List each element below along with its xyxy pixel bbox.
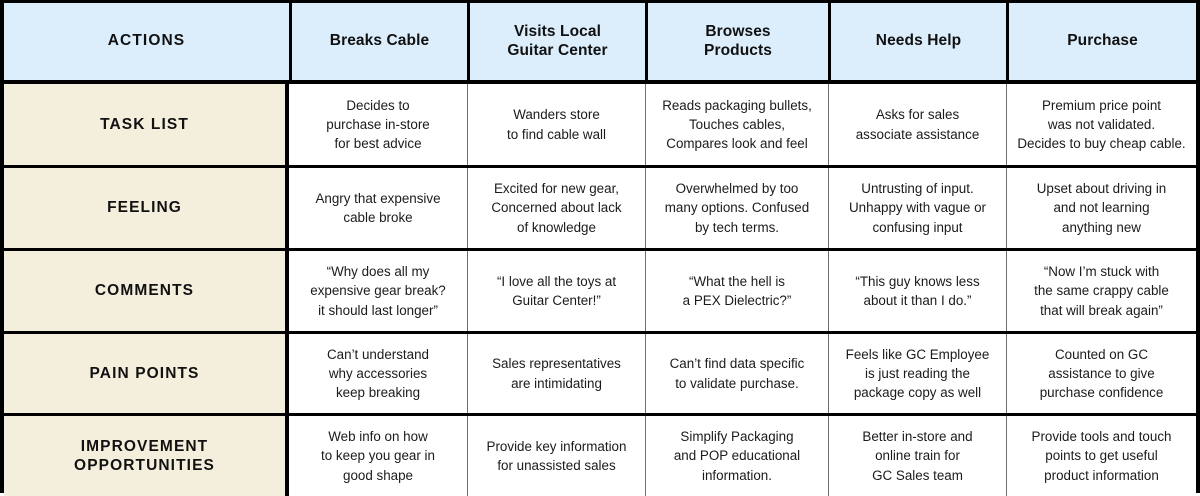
row-label-text: COMMENTS (94, 282, 195, 300)
cell-task-list-purchase: Premium price point was not validated. D… (1006, 84, 1196, 165)
cell-text: Provide tools and touch points to get us… (1031, 429, 1172, 483)
cell-task-list-visits-local-guitar-center: Wanders store to find cable wall (467, 84, 645, 165)
cell-text: Premium price point was not validated. D… (1017, 97, 1186, 152)
cell-text: Wanders store to find cable wall (507, 107, 606, 142)
cell-text: Can’t find data specific to validate pur… (669, 356, 805, 391)
cell-text: Angry that expensive cable broke (315, 190, 441, 225)
cell-text: Sales representatives are intimidating (492, 356, 621, 391)
cell-text: Counted on GC assistance to give purchas… (1039, 346, 1164, 401)
cell-feeling-purchase: Upset about driving in and not learning … (1006, 168, 1196, 248)
row-label-pain-points: PAIN POINTS (4, 334, 289, 413)
cell-improvement-opportunities-purchase: Provide tools and touch points to get us… (1006, 416, 1196, 496)
cell-improvement-opportunities-visits-local-guitar-center: Provide key information for unassisted s… (467, 416, 645, 496)
header-cell-visits-local-guitar-center: Visits Local Guitar Center (467, 3, 645, 80)
cell-text: Provide key information for unassisted s… (486, 438, 627, 473)
header-cell-purchase: Purchase (1006, 3, 1196, 80)
row-label-comments: COMMENTS (4, 251, 289, 331)
cell-pain-points-purchase: Counted on GC assistance to give purchas… (1006, 334, 1196, 413)
row-label-improvement-opportunities: IMPROVEMENT OPPORTUNITIES (4, 416, 289, 496)
table-header-row: ACTIONS Breaks Cable Visits Local Guitar… (4, 3, 1196, 84)
cell-comments-visits-local-guitar-center: “I love all the toys at Guitar Center!” (467, 251, 645, 331)
cell-text: “This guy knows less about it than I do.… (855, 273, 980, 308)
cell-task-list-needs-help: Asks for sales associate assistance (828, 84, 1006, 165)
table-row-improvement-opportunities: IMPROVEMENT OPPORTUNITIES Web info on ho… (4, 416, 1196, 496)
cell-text: Reads packaging bullets, Touches cables,… (662, 97, 812, 152)
cell-comments-needs-help: “This guy knows less about it than I do.… (828, 251, 1006, 331)
cell-text: Simplify Packaging and POP educational i… (673, 429, 801, 483)
header-label-breaks-cable: Breaks Cable (329, 32, 430, 50)
header-label-purchase: Purchase (1067, 32, 1138, 50)
cell-text: “Now I’m stuck with the same crappy cabl… (1034, 264, 1169, 318)
cell-text: “Why does all my expensive gear break? i… (310, 264, 446, 318)
header-label-browses-products: Browses Products (704, 22, 772, 59)
header-cell-breaks-cable: Breaks Cable (289, 3, 467, 80)
cell-feeling-breaks-cable: Angry that expensive cable broke (289, 168, 467, 248)
cell-text: Excited for new gear, Concerned about la… (491, 181, 622, 235)
header-cell-actions: ACTIONS (4, 3, 289, 80)
cell-improvement-opportunities-needs-help: Better in-store and online train for GC … (828, 416, 1006, 496)
cell-text: “I love all the toys at Guitar Center!” (496, 273, 617, 308)
table-row-pain-points: PAIN POINTS Can’t understand why accesso… (4, 334, 1196, 416)
row-label-text: PAIN POINTS (89, 364, 200, 382)
header-label-visits-local-guitar-center: Visits Local Guitar Center (507, 22, 608, 59)
cell-improvement-opportunities-browses-products: Simplify Packaging and POP educational i… (645, 416, 828, 496)
cell-feeling-needs-help: Untrusting of input. Unhappy with vague … (828, 168, 1006, 248)
cell-comments-purchase: “Now I’m stuck with the same crappy cabl… (1006, 251, 1196, 331)
header-label-needs-help: Needs Help (875, 32, 962, 50)
cell-comments-browses-products: “What the hell is a PEX Dielectric?” (645, 251, 828, 331)
row-label-text: TASK LIST (100, 115, 189, 133)
row-label-text: FEELING (107, 199, 182, 217)
row-label-text: IMPROVEMENT OPPORTUNITIES (74, 437, 215, 474)
cell-text: Better in-store and online train for GC … (862, 429, 973, 483)
header-cell-needs-help: Needs Help (828, 3, 1006, 80)
cell-text: Decides to purchase in-store for best ad… (326, 97, 430, 152)
cell-pain-points-breaks-cable: Can’t understand why accessories keep br… (289, 334, 467, 413)
cell-pain-points-browses-products: Can’t find data specific to validate pur… (645, 334, 828, 413)
header-cell-browses-products: Browses Products (645, 3, 828, 80)
cell-text: Feels like GC Employee is just reading t… (845, 346, 990, 401)
cell-comments-breaks-cable: “Why does all my expensive gear break? i… (289, 251, 467, 331)
cell-task-list-browses-products: Reads packaging bullets, Touches cables,… (645, 84, 828, 165)
cell-text: Untrusting of input. Unhappy with vague … (849, 181, 986, 235)
cell-improvement-opportunities-breaks-cable: Web info on how to keep you gear in good… (289, 416, 467, 496)
cell-task-list-breaks-cable: Decides to purchase in-store for best ad… (289, 84, 467, 165)
cell-text: Overwhelmed by too many options. Confuse… (664, 181, 810, 235)
table-row-comments: COMMENTS “Why does all my expensive gear… (4, 251, 1196, 334)
cell-feeling-browses-products: Overwhelmed by too many options. Confuse… (645, 168, 828, 248)
cell-feeling-visits-local-guitar-center: Excited for new gear, Concerned about la… (467, 168, 645, 248)
table-row-task-list: TASK LIST Decides to purchase in-store f… (4, 84, 1196, 168)
cell-text: “What the hell is a PEX Dielectric?” (682, 273, 792, 308)
cell-text: Asks for sales associate assistance (855, 107, 980, 142)
cell-pain-points-needs-help: Feels like GC Employee is just reading t… (828, 334, 1006, 413)
cell-text: Upset about driving in and not learning … (1036, 181, 1167, 235)
cell-pain-points-visits-local-guitar-center: Sales representatives are intimidating (467, 334, 645, 413)
row-label-feeling: FEELING (4, 168, 289, 248)
cell-text: Can’t understand why accessories keep br… (327, 346, 429, 401)
cell-text: Web info on how to keep you gear in good… (321, 429, 435, 483)
header-label-actions: ACTIONS (107, 32, 186, 50)
table-row-feeling: FEELING Angry that expensive cable broke… (4, 168, 1196, 251)
row-label-task-list: TASK LIST (4, 84, 289, 165)
